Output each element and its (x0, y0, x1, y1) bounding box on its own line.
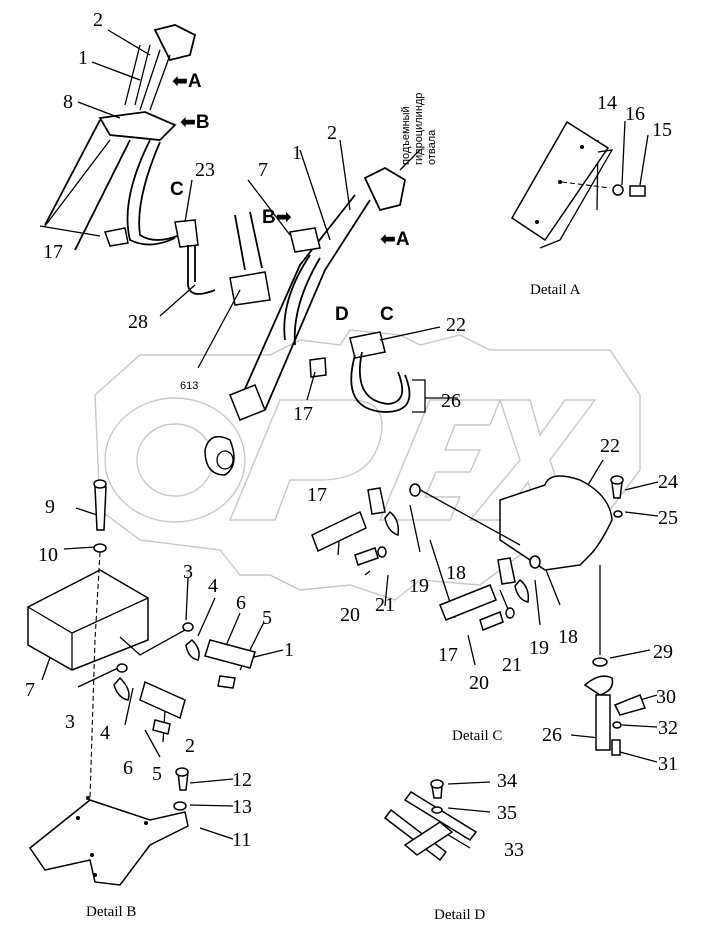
part-label: 19 (529, 637, 549, 659)
part-label: 3 (65, 711, 75, 733)
part-label: 30 (656, 686, 676, 708)
callout-note-line-3: отвала (426, 129, 438, 165)
part-label: 28 (128, 311, 148, 333)
part-label: 6 (123, 757, 133, 779)
part-label: 14 (597, 92, 617, 114)
detail-d-caption: Detail D (434, 907, 486, 923)
view-arrow-b: B➡︎ (262, 207, 292, 228)
detail-a-drawing (511, 120, 646, 249)
callout-note-line-1: подъемный (400, 106, 412, 165)
part-label: 9 (45, 496, 55, 518)
view-arrow-d: D (335, 304, 349, 325)
part-label: 7 (258, 159, 268, 181)
part-label: 20 (340, 604, 360, 626)
part-label: 31 (658, 753, 678, 775)
part-label: 17 (438, 644, 458, 666)
part-label: 29 (653, 641, 673, 663)
part-label: 19 (409, 575, 429, 597)
part-label: 35 (497, 802, 517, 824)
detail-d-drawing (383, 779, 478, 862)
part-label: 34 (497, 770, 517, 792)
part-label: 33 (504, 839, 524, 861)
part-label: 11 (232, 829, 252, 851)
part-label: 8 (63, 91, 73, 113)
part-label: 16 (625, 103, 645, 125)
part-label: 23 (195, 159, 215, 181)
view-arrow-a: ⬅︎A (380, 229, 410, 250)
detail-c-caption: Detail C (452, 728, 503, 744)
part-label: 21 (375, 594, 395, 616)
detail-c-drawing (311, 475, 646, 756)
view-arrow-b: ⬅︎B (180, 112, 210, 133)
part-label: 7 (25, 679, 35, 701)
part-label: 6 (236, 592, 246, 614)
callout-note-line-2: гидроцилиндр (413, 92, 425, 165)
part-label: 26 (441, 390, 461, 412)
part-label: 2 (185, 735, 195, 757)
part-label: 2 (93, 9, 103, 31)
part-label: 4 (208, 575, 218, 597)
view-arrow-a: ⬅︎A (172, 71, 202, 92)
detail-a-caption: Detail A (530, 282, 581, 298)
part-label: 25 (658, 507, 678, 529)
part-label: 18 (446, 562, 466, 584)
part-label: 26 (542, 724, 562, 746)
part-label: 10 (38, 544, 58, 566)
detail-b-drawing (27, 479, 256, 886)
part-label: 13 (232, 796, 252, 818)
part-label: 1 (284, 639, 294, 661)
view-arrow-c: C (380, 304, 394, 325)
main-cylinder-center (204, 166, 426, 476)
view-arrow-c: C (170, 179, 184, 200)
detail-b-caption: Detail B (86, 904, 137, 920)
part-label: 22 (600, 435, 620, 457)
part-label: 2 (327, 122, 337, 144)
part-label: 24 (658, 471, 678, 493)
part-label: 21 (502, 654, 522, 676)
part-label: 32 (658, 717, 678, 739)
main-cylinder-left (44, 24, 271, 306)
part-label: 15 (652, 119, 672, 141)
part-label: 1 (78, 47, 88, 69)
part-label: 4 (100, 722, 110, 744)
part-label: 17 (43, 241, 63, 263)
part-label: 18 (558, 626, 578, 648)
part-label: 22 (446, 314, 466, 336)
part-label: 12 (232, 769, 252, 791)
reference-label: 613 (180, 380, 199, 392)
part-label: 17 (293, 403, 313, 425)
part-label: 5 (262, 607, 272, 629)
part-label: 1 (292, 142, 302, 164)
part-label: 20 (469, 672, 489, 694)
part-label: 3 (183, 561, 193, 583)
part-label: 17 (307, 484, 327, 506)
part-label: 5 (152, 763, 162, 785)
